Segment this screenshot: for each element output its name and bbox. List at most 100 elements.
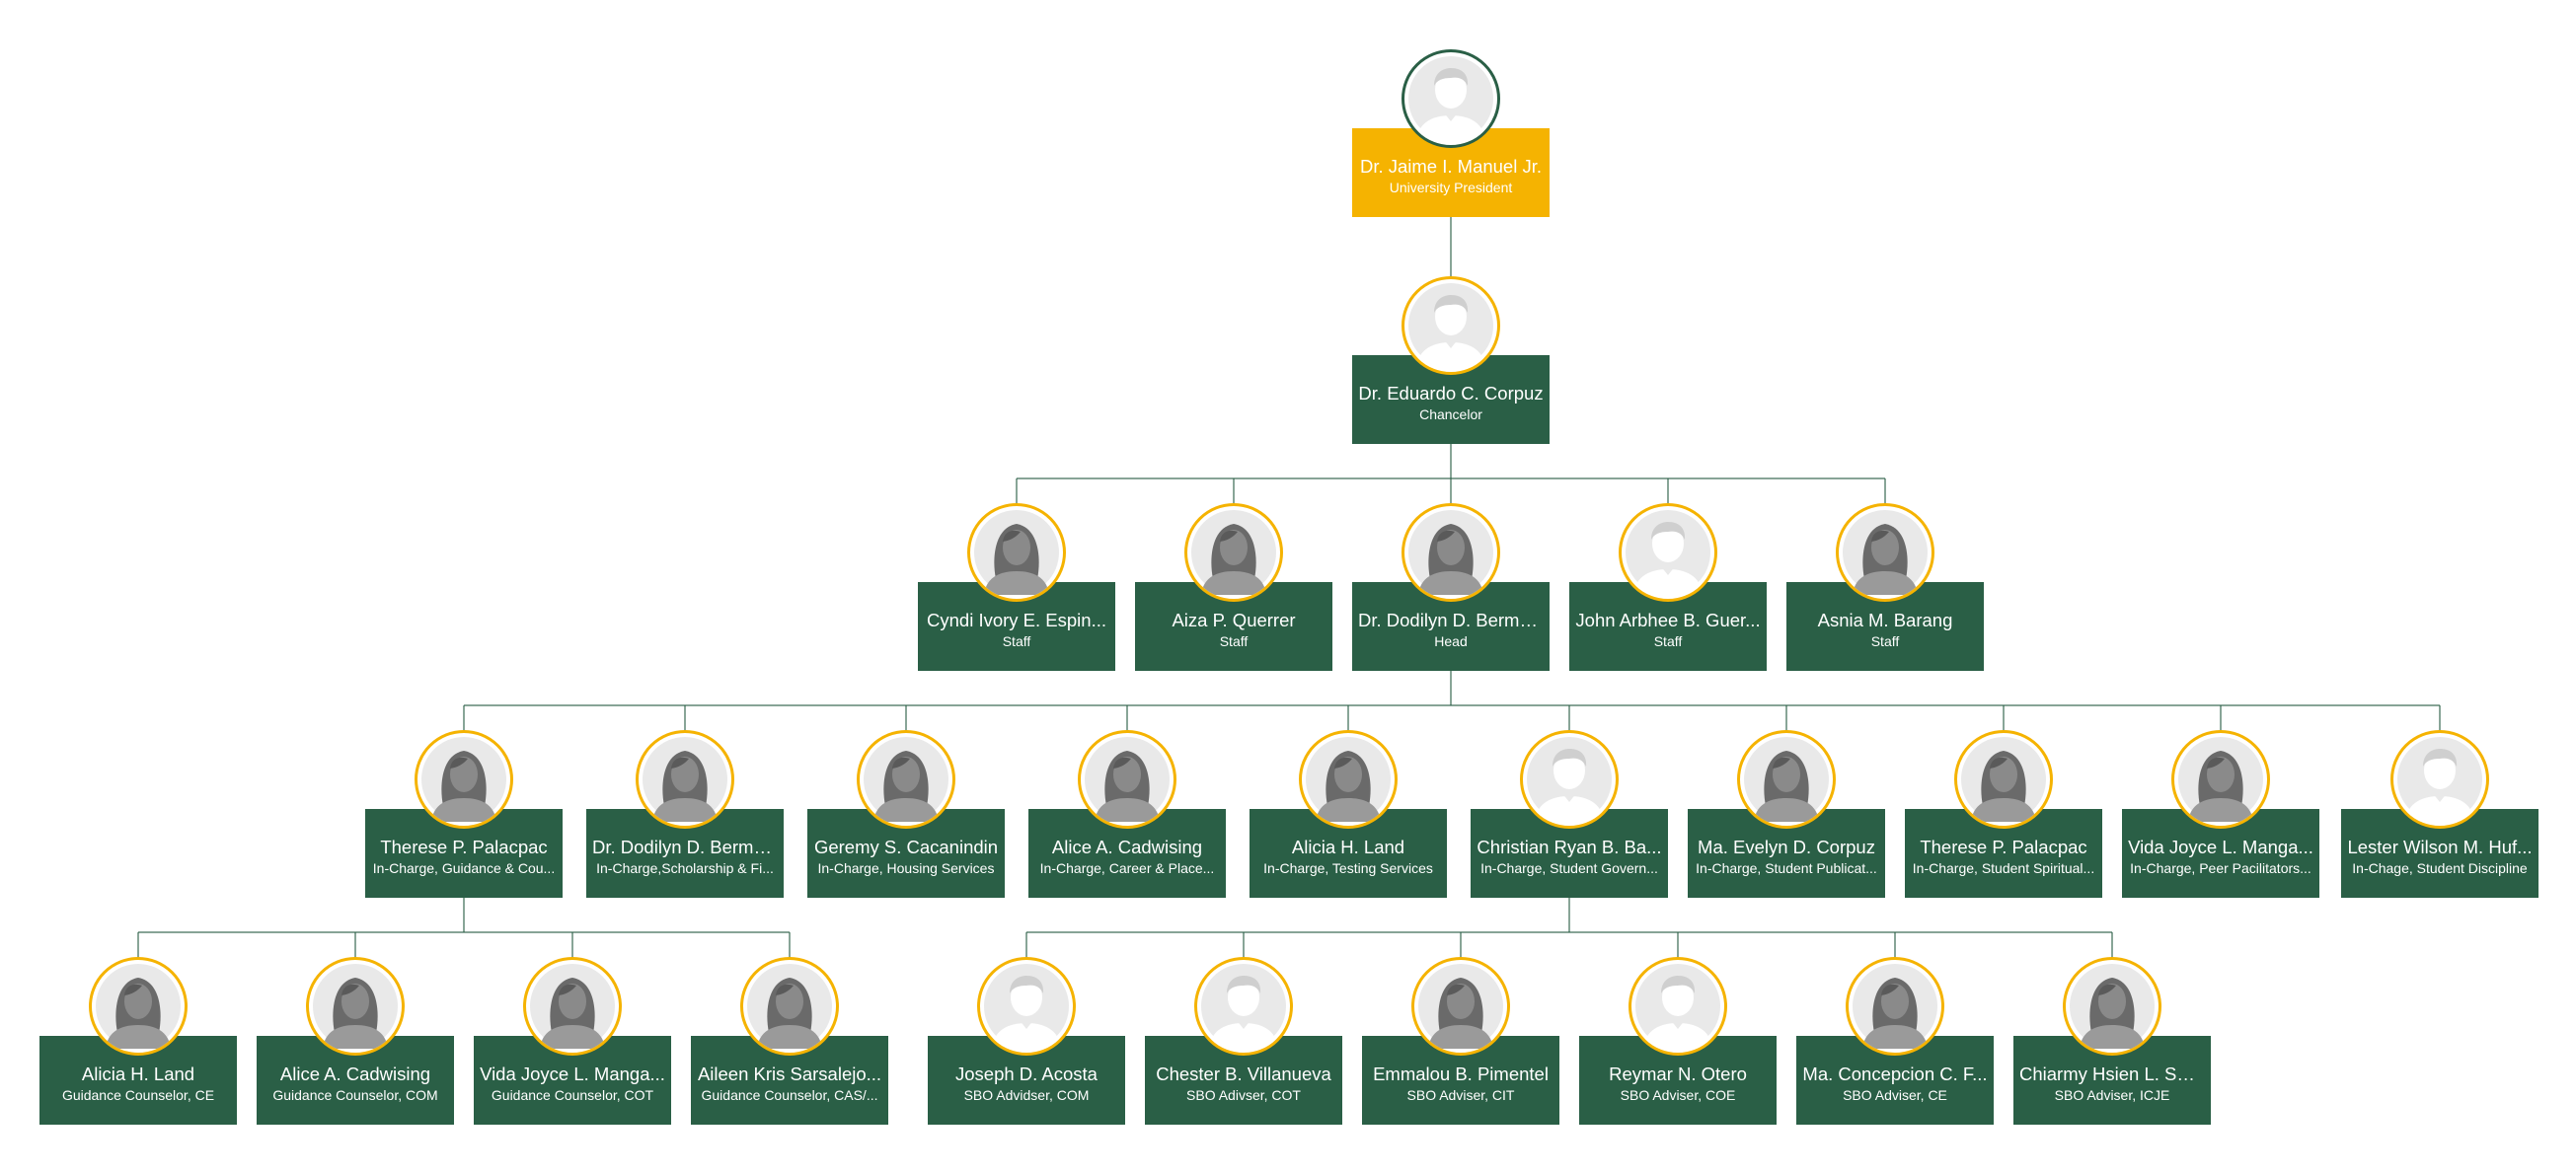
node-role: University President: [1389, 180, 1513, 195]
male-avatar-icon: [1194, 957, 1293, 1056]
male-avatar-icon: [977, 957, 1076, 1056]
female-avatar-icon: [1411, 957, 1510, 1056]
node-name: Aiza P. Querrer: [1172, 610, 1296, 630]
female-avatar-icon: [1078, 730, 1176, 829]
female-avatar-icon: [523, 957, 622, 1056]
node-s4[interactable]: John Arbhee B. Guer... Staff: [1569, 503, 1767, 691]
female-avatar-icon: [2171, 730, 2270, 829]
node-role: In-Charge, Student Govern...: [1480, 860, 1658, 876]
node-role: In-Charge, Guidance & Cou...: [372, 860, 556, 876]
node-name: Vida Joyce L. Manga...: [480, 1064, 665, 1084]
node-name: Therese P. Palacpac: [1920, 837, 2087, 857]
node-s1[interactable]: Cyndi Ivory E. Espin... Staff: [918, 503, 1115, 691]
node-role: Guidance Counselor, COM: [272, 1087, 438, 1103]
node-role: Staff: [1002, 633, 1031, 649]
node-role: Staff: [1870, 633, 1900, 649]
node-role: Guidance Counselor, CE: [61, 1087, 215, 1103]
node-name: Aileen Kris Sarsalejo...: [697, 1064, 882, 1084]
female-avatar-icon: [1737, 730, 1836, 829]
node-role: In-Charge, Student Publicat...: [1696, 860, 1877, 876]
node-role: Head: [1434, 633, 1468, 649]
node-ic9[interactable]: Vida Joyce L. Manga...In-Charge, Peer Pa…: [2122, 730, 2319, 917]
node-name: Chester B. Villanueva: [1156, 1064, 1331, 1084]
node-role: SBO Advidser, COM: [963, 1087, 1090, 1103]
female-avatar-icon: [306, 957, 405, 1056]
node-name: Dr. Eduardo C. Corpuz: [1358, 383, 1544, 404]
node-role: In-Charge, Peer Pacilitators...: [2130, 860, 2311, 876]
node-name: Geremy S. Cacanindin: [813, 837, 999, 857]
female-avatar-icon: [89, 957, 188, 1056]
node-role: In-Charge, Career & Place...: [1039, 860, 1215, 876]
node-name: Cyndi Ivory E. Espin...: [927, 610, 1106, 630]
node-name: Lester Wilson M. Huf...: [2347, 837, 2533, 857]
node-role: Chancelor: [1419, 406, 1482, 422]
node-ic6[interactable]: Christian Ryan B. Ba... In-Charge, Studen…: [1471, 730, 1668, 917]
node-g4[interactable]: Aileen Kris Sarsalejo... Guidance Counsel…: [691, 957, 888, 1144]
node-name: Alicia H. Land: [1291, 837, 1405, 857]
node-name: Asnia M. Barang: [1817, 610, 1953, 630]
node-name: Alice A. Cadwising: [279, 1064, 431, 1084]
node-head[interactable]: Dr. Dodilyn D. Bermu... Head: [1352, 503, 1550, 691]
node-president[interactable]: Dr. Jaime I. Manuel Jr. University Presid…: [1352, 49, 1550, 237]
node-role: Staff: [1219, 633, 1249, 649]
node-name: John Arbhee B. Guer...: [1575, 610, 1761, 630]
female-avatar-icon: [2063, 957, 2161, 1056]
node-name: Ma. Concepcion C. F...: [1802, 1064, 1988, 1084]
male-avatar-icon: [1402, 276, 1500, 375]
node-role: In-Chage, Student Discipline: [2352, 860, 2528, 876]
node-ic2[interactable]: Dr. Dodilyn D. Bermu...In-Charge,Scholar…: [586, 730, 784, 917]
node-name: Therese P. Palacpac: [380, 837, 548, 857]
female-avatar-icon: [1184, 503, 1283, 602]
node-name: Alice A. Cadwising: [1051, 837, 1203, 857]
node-role: SBO Adviser, CIT: [1406, 1087, 1515, 1103]
male-avatar-icon: [1402, 49, 1500, 148]
female-avatar-icon: [740, 957, 839, 1056]
female-avatar-icon: [1299, 730, 1398, 829]
female-avatar-icon: [1846, 957, 1944, 1056]
node-name: Ma. Evelyn D. Corpuz: [1698, 837, 1875, 857]
node-name: Alicia H. Land: [81, 1064, 195, 1084]
female-avatar-icon: [636, 730, 734, 829]
node-role: SBO Adviser, COE: [1620, 1087, 1736, 1103]
node-name: Chiarmy Hsien L. Sal...: [2019, 1064, 2205, 1084]
node-b6[interactable]: Chiarmy Hsien L. Sal... SBO Adviser, ICJE: [2013, 957, 2211, 1144]
node-name: Dr. Dodilyn D. Bermu...: [1358, 610, 1544, 630]
female-avatar-icon: [967, 503, 1066, 602]
node-role: Guidance Counselor, CAS/...: [701, 1087, 878, 1103]
node-name: Christian Ryan B. Ba...: [1477, 837, 1662, 857]
male-avatar-icon: [1619, 503, 1717, 602]
node-ic10[interactable]: Lester Wilson M. Huf... In-Chage, Student…: [2341, 730, 2538, 917]
node-role: In-Charge, Testing Services: [1263, 860, 1433, 876]
female-avatar-icon: [1836, 503, 1934, 602]
node-role: Staff: [1653, 633, 1683, 649]
node-b5[interactable]: Ma. Concepcion C. F... SBO Adviser, CE: [1796, 957, 1994, 1144]
node-name: Reymar N. Otero: [1609, 1064, 1747, 1084]
female-avatar-icon: [857, 730, 955, 829]
node-g3[interactable]: Vida Joyce L. Manga...Guidance Counselor…: [474, 957, 671, 1144]
node-name: Dr. Jaime I. Manuel Jr.: [1359, 156, 1543, 177]
node-role: SBO Adviser, ICJE: [2054, 1087, 2170, 1103]
node-role: SBO Adivser, COT: [1186, 1087, 1301, 1103]
male-avatar-icon: [1520, 730, 1619, 829]
node-role: In-Charge,Scholarship & Fi...: [596, 860, 774, 876]
node-role: In-Charge, Student Spiritual...: [1912, 860, 2095, 876]
node-role: In-Charge, Housing Services: [817, 860, 995, 876]
node-role: SBO Adviser, CE: [1843, 1087, 1947, 1103]
